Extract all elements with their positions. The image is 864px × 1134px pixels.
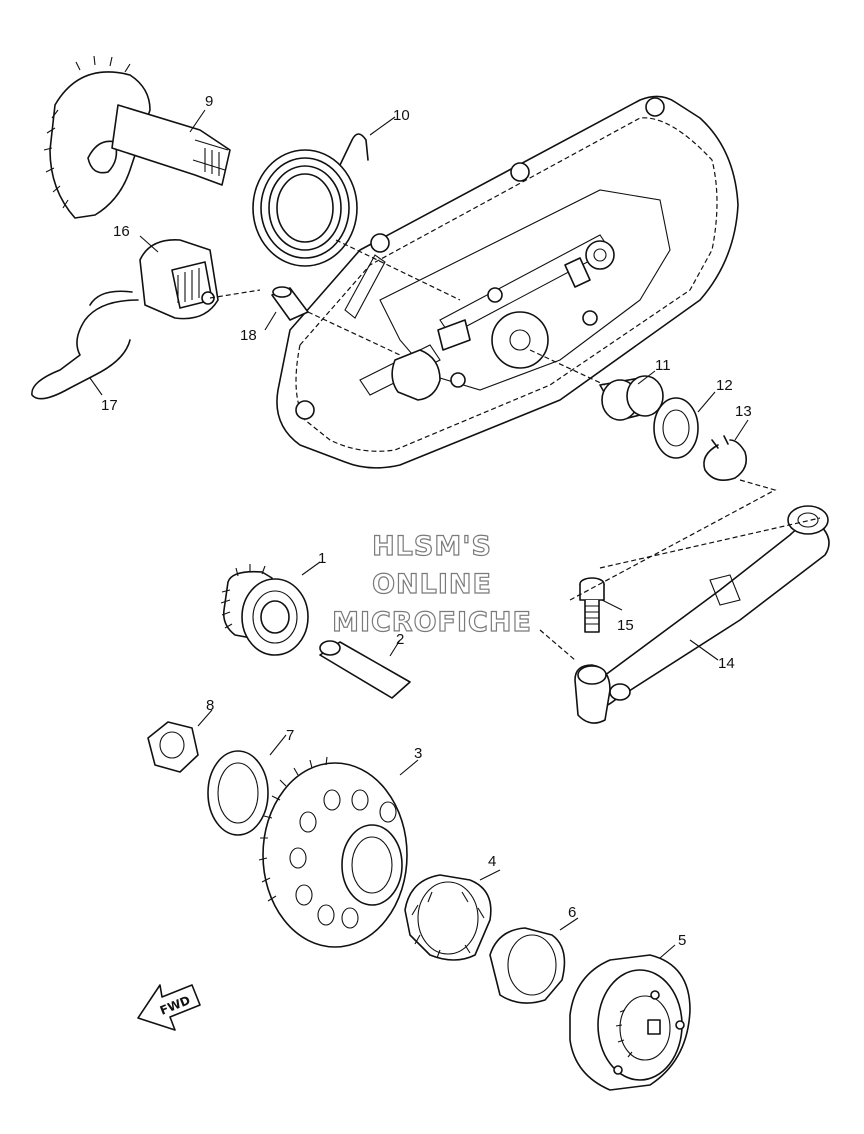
kick-crank-part-14 xyxy=(574,505,830,724)
callout-11: 11 xyxy=(655,357,671,374)
kick-spring-part-10 xyxy=(252,133,369,267)
callout-13: 13 xyxy=(735,403,752,420)
callout-9: 9 xyxy=(205,93,213,110)
callout-5: 5 xyxy=(678,932,686,949)
callout-18: 18 xyxy=(240,327,257,344)
dowel-pin-part-18 xyxy=(271,286,309,321)
fwd-arrow-icon: FWD xyxy=(137,984,201,1031)
gear-part-1 xyxy=(220,564,309,656)
needle-bearing-part-4 xyxy=(404,874,492,961)
callout-numbers: 1 2 3 4 5 6 7 8 9 10 11 12 13 14 15 16 1… xyxy=(101,93,752,949)
callout-1: 1 xyxy=(318,550,326,567)
collar-part-6 xyxy=(489,927,566,1004)
watermark-line-2: ONLINE xyxy=(372,569,492,600)
shaft-part-2 xyxy=(319,640,411,699)
washer-part-7 xyxy=(207,750,269,836)
callout-8: 8 xyxy=(206,697,214,714)
callout-14: 14 xyxy=(718,655,735,672)
callout-17: 17 xyxy=(101,397,118,414)
leader-lines xyxy=(89,109,749,959)
kick-shaft-part-9 xyxy=(43,55,231,219)
callout-7: 7 xyxy=(286,727,294,744)
washer-part-12 xyxy=(653,397,699,459)
wire-spring-part-17 xyxy=(31,290,139,400)
bolt-part-15 xyxy=(579,577,605,633)
callout-6: 6 xyxy=(568,904,576,921)
circlip-part-13 xyxy=(703,435,748,481)
assembly-lines xyxy=(209,239,821,661)
callout-16: 16 xyxy=(113,223,130,240)
nut-part-8 xyxy=(147,721,199,773)
starter-clutch-part-5 xyxy=(569,954,691,1091)
starter-wheel-gear-part-3 xyxy=(258,756,408,948)
watermark: HLSM'S ONLINE MICROFICHE xyxy=(331,530,532,638)
watermark-line-3: MICROFICHE xyxy=(332,607,532,638)
watermark-line-1: HLSM'S xyxy=(372,531,492,562)
crankcase-cover xyxy=(276,95,739,469)
callout-2: 2 xyxy=(396,631,404,648)
ratchet-part-16 xyxy=(139,239,219,320)
callout-10: 10 xyxy=(393,107,410,124)
callout-3: 3 xyxy=(414,745,422,762)
collar-part-11 xyxy=(599,375,664,421)
callout-12: 12 xyxy=(716,377,733,394)
callout-15: 15 xyxy=(617,617,634,634)
callout-4: 4 xyxy=(488,853,496,870)
